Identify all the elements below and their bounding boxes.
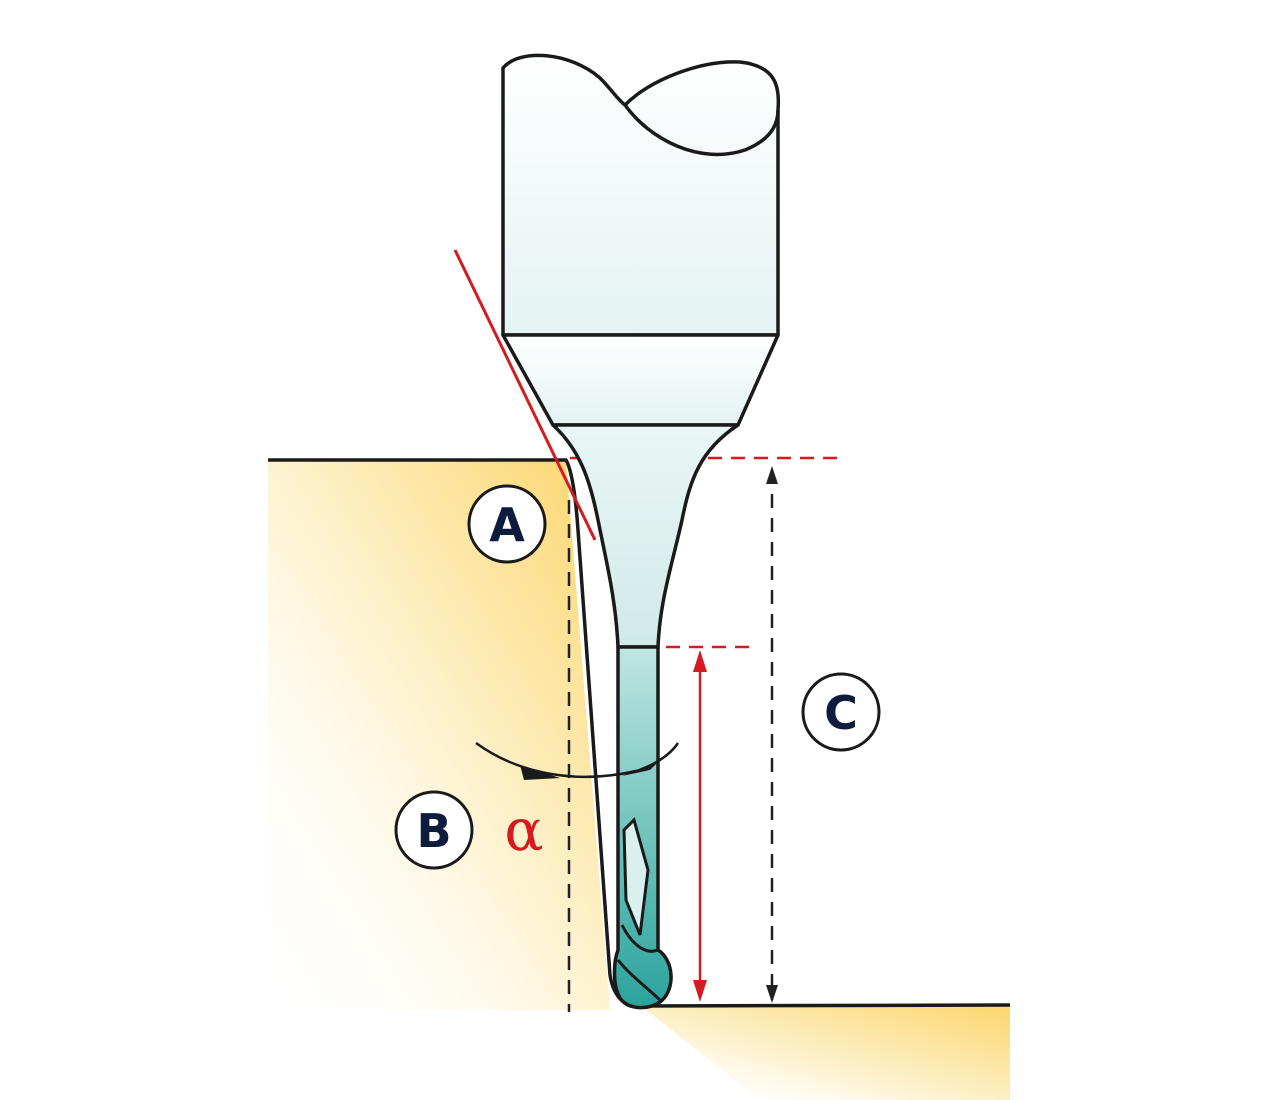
callout-b-label: B <box>416 804 451 858</box>
tool-taper <box>501 333 780 427</box>
workpiece-left-block <box>268 460 610 1010</box>
flute-helix-3 <box>616 959 662 1002</box>
callout-a-circle <box>467 484 547 564</box>
depth-arrow-top-head <box>766 466 778 484</box>
depth-arrow-bottom-head <box>766 985 778 1003</box>
flute-length-arrow-bottom <box>693 980 707 1002</box>
alpha-arc-arrow-left <box>520 765 560 780</box>
tool-flute-section <box>612 645 673 1010</box>
alpha-symbol: α <box>504 796 543 864</box>
flute-helix-1 <box>622 817 650 936</box>
callout-a-label: A <box>489 498 525 552</box>
callout-c-label: C <box>824 686 858 740</box>
alpha-arc-arrow-right <box>622 760 660 776</box>
alpha-angle-arc <box>475 741 680 779</box>
callout-c-circle <box>801 672 881 752</box>
tool-shank <box>501 53 781 337</box>
workpiece-floor <box>640 1005 1010 1100</box>
flute-helix-2 <box>620 924 659 953</box>
callout-b-circle <box>394 790 474 870</box>
shank-break-curve <box>623 103 780 157</box>
tangent-line <box>453 249 597 541</box>
flute-length-arrow-top <box>693 650 707 672</box>
